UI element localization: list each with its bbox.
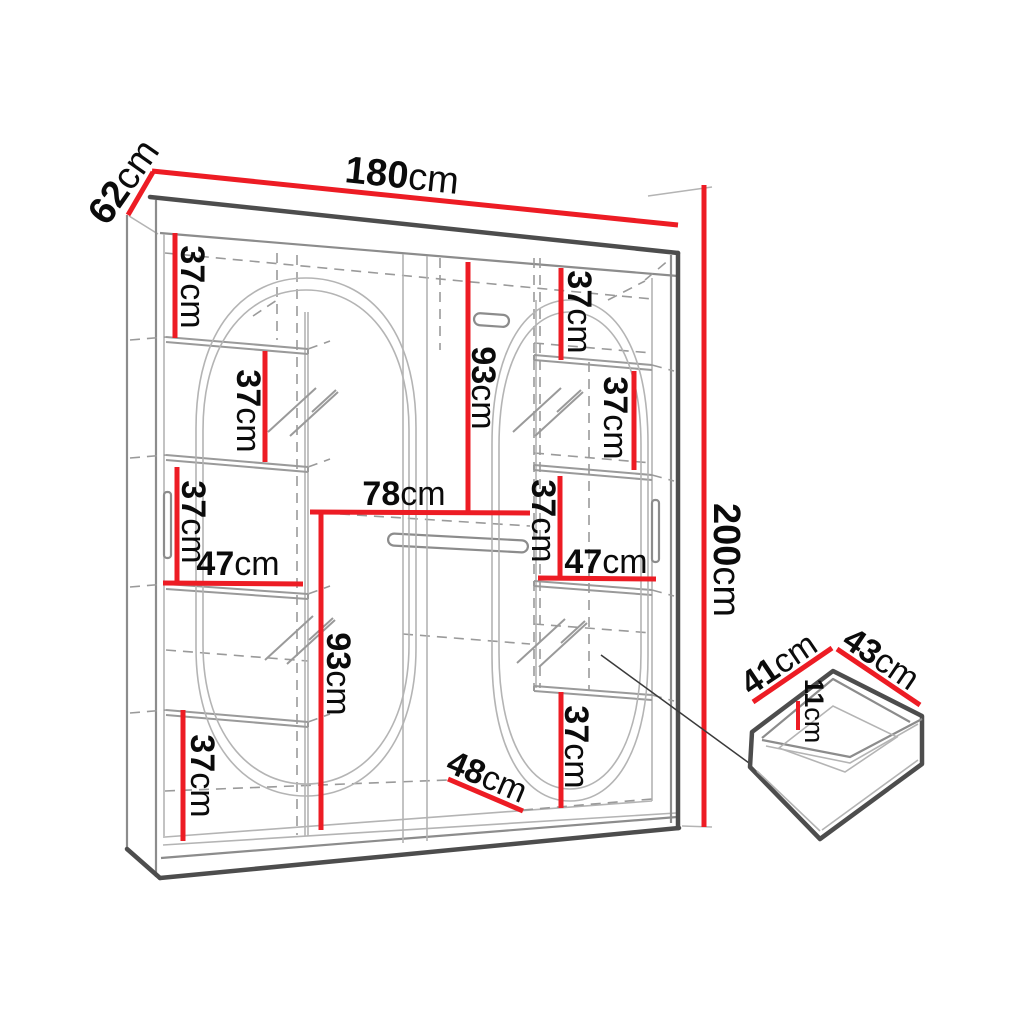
dim-label-right-2-37: 37cm	[596, 376, 634, 459]
rail-back-dashed	[339, 513, 531, 527]
drawer-bottom-inner-edges	[756, 759, 919, 832]
drawer-front-top-edge	[761, 718, 923, 759]
hanging-rail	[386, 532, 530, 554]
dim-line-depth-62	[125, 170, 156, 217]
floor-back-dashed-left	[164, 779, 449, 792]
left-shelf-1	[165, 336, 309, 355]
left-shelf-4	[165, 709, 309, 728]
foot-edge	[124, 846, 163, 881]
top-front-edge	[147, 194, 681, 256]
drawer-floor	[777, 705, 899, 773]
wardrobe-interior	[162, 254, 661, 843]
right-mirror-arch-outer	[491, 299, 649, 802]
left-mirror-arch-outer	[195, 277, 417, 797]
plinth-top-edge	[160, 815, 678, 860]
hanging-rail-right	[472, 312, 511, 328]
drawer-detail	[747, 645, 925, 842]
left-divider-panel	[304, 312, 309, 836]
dim-line-left-shelf-47	[162, 580, 304, 587]
door-handle-right	[650, 498, 661, 564]
dim-label-left-shelf-47: 47cm	[196, 545, 279, 583]
dim-line-drawer-41	[751, 645, 834, 705]
ceiling-edge	[159, 231, 679, 278]
mirror-arches	[195, 277, 649, 802]
dim-label-left-3-37: 37cm	[174, 480, 212, 563]
extension-line-bottom	[681, 825, 713, 828]
dim-label-left-bottom-37: 37cm	[183, 734, 221, 817]
drawer-leader-line	[600, 654, 750, 764]
dim-line-drawer-43	[835, 646, 922, 708]
interior-floor	[164, 800, 653, 838]
back-top-dashed	[164, 252, 653, 300]
door-bottom-edge	[162, 812, 677, 846]
door-handle-left	[162, 490, 173, 560]
dim-label-width: 180cm	[343, 149, 461, 203]
left-mirror-arch-inner	[202, 289, 410, 785]
dim-label-drawer-11: 11cm	[799, 679, 829, 744]
dim-label-hanging-78: 78cm	[362, 475, 445, 513]
left-dashed-shelf	[165, 649, 309, 662]
mirror-hatch-right-lower	[516, 618, 588, 668]
dim-line-right-shelf-47	[537, 575, 657, 582]
drawer-rim-inner	[761, 677, 911, 739]
dim-label-depth: 62cm	[80, 132, 168, 232]
depth-connector-dashes	[252, 258, 671, 317]
dim-label-right-top-37: 37cm	[560, 270, 598, 353]
right-shelf-3	[533, 580, 653, 596]
dim-label-left-2-37: 37cm	[229, 369, 267, 452]
dim-line-base-48	[447, 776, 524, 814]
right-shelf-1	[533, 354, 653, 371]
mid-lower-dashed	[402, 633, 531, 645]
dim-line-hanging-78	[309, 509, 531, 516]
dim-label-height: 200cm	[705, 503, 747, 617]
extension-line-top	[647, 186, 713, 197]
mirror-hatch-right-upper	[512, 387, 584, 437]
mirror-hatch-left-upper	[267, 387, 339, 437]
right-mirror-arch-inner	[498, 311, 642, 790]
dim-label-hanging-93-top: 93cm	[464, 346, 502, 429]
top-left-bevel	[128, 215, 159, 235]
left-shelf-2	[165, 454, 309, 473]
dim-line-width-180	[151, 168, 679, 228]
bottom-edge	[157, 825, 682, 881]
dim-label-right-3-37: 37cm	[524, 479, 562, 562]
left-shelf-through-panel-dashes	[129, 336, 167, 714]
dimension-labels: 180cm 62cm 200cm 37cm 37cm 37cm 47cm 37c…	[80, 132, 926, 818]
dim-label-hanging-93-bottom: 93cm	[319, 632, 357, 715]
right-dashed-shelf	[533, 623, 653, 634]
right-shelf-4	[533, 685, 653, 701]
dimension-lines	[125, 168, 707, 841]
right-shelf-2	[533, 464, 653, 481]
dim-label-right-bottom-37: 37cm	[557, 705, 595, 788]
floor-back-dashed-right	[522, 798, 653, 811]
right-shelf-back-dashes	[533, 342, 653, 464]
dim-label-left-top-37: 37cm	[173, 245, 211, 328]
dim-label-right-shelf-47: 47cm	[564, 543, 647, 581]
